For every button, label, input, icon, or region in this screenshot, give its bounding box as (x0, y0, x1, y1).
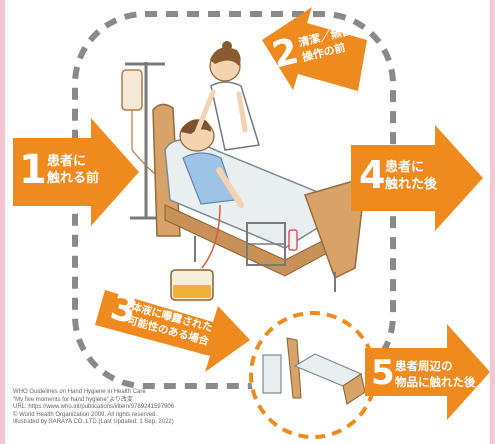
nurse-illustration (194, 41, 260, 151)
arrow-moment-1 (13, 118, 139, 226)
credit-line: Illustrated by SARAYA CO.,LTD.(Last Upda… (13, 419, 174, 425)
drainage-bag-illustration (170, 204, 221, 301)
moment-5-label: 患者周辺の 物品に触れた後 (395, 359, 476, 389)
credit-line: © World Health Organization 2009. All ri… (13, 411, 158, 418)
arrow-moment-5 (365, 324, 490, 420)
empty-bed-illustration (262, 337, 366, 405)
arrow-moment-4 (351, 125, 483, 231)
arrow-moment-3 (95, 290, 250, 372)
patient-illustration (179, 119, 244, 208)
iv-stand-illustration (121, 62, 206, 220)
arrow-moment-2 (262, 7, 367, 91)
moment-1-label: 患者に 触れる前 (47, 154, 100, 186)
diagram-frame: 1 患者に 触れる前 2 清潔／無菌 操作の前 3 体液に曝露された 可能性のあ… (5, 0, 490, 444)
moment-1-number: 1 (19, 147, 47, 193)
source-credits: WHO Guidelines on Hand Hygiene in Health… (13, 389, 263, 427)
hand-hygiene-scene (13, 7, 490, 439)
moment-4-label: 患者に 触れた後 (385, 160, 438, 192)
credit-line: URL: https://www.who.int/publications/i/… (13, 404, 175, 410)
moment-4-number: 4 (359, 153, 386, 197)
credit-line: "My five moments for hand hygiene"より改変 (13, 396, 133, 403)
moment-5-number: 5 (371, 353, 395, 393)
credit-line: WHO Guidelines on Hand Hygiene in Health… (13, 389, 146, 395)
